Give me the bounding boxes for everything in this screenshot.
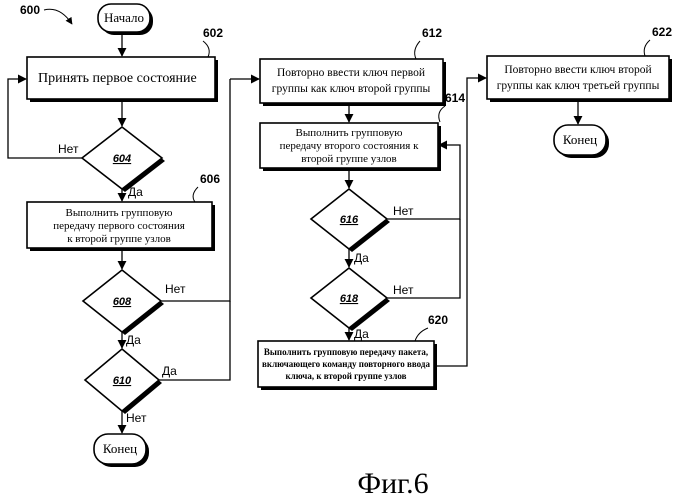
step-622-line-2: группы как ключ третьей группы: [497, 80, 660, 92]
decision-618-ref: 618: [340, 293, 359, 305]
step-606-line-2: передачу первого состояния: [53, 220, 185, 232]
step-622-box: Повторно ввести ключ второй группы как к…: [487, 56, 672, 102]
decision-610: 610: [85, 349, 162, 414]
label-610-no: Нет: [126, 411, 147, 425]
step-622-ref: 622: [652, 25, 672, 39]
label-618-yes: Да: [354, 327, 369, 341]
end-1-label: Конец: [103, 441, 137, 456]
label-608-no: Нет: [165, 282, 186, 296]
step-620-box: Выполнить групповую передачу пакета, вкл…: [258, 341, 437, 390]
label-616-no: Нет: [393, 204, 414, 218]
decision-618: 618: [311, 268, 390, 331]
step-602-text: Принять первое состояние: [38, 71, 197, 86]
label-604-yes: Да: [128, 185, 143, 199]
label-618-no: Нет: [393, 283, 414, 297]
step-612-leader: [415, 41, 420, 59]
step-620-line-1: Выполнить групповую передачу пакета,: [264, 347, 428, 357]
label-608-yes: Да: [126, 333, 141, 347]
figure-pointer-arrow: [44, 9, 72, 24]
start-label: Начало: [104, 10, 144, 25]
decision-616: 616: [311, 189, 390, 252]
end-terminal-2: Конец: [554, 125, 609, 158]
step-612-ref: 612: [422, 26, 442, 40]
figure-number: 600: [20, 3, 40, 17]
label-604-no: Нет: [58, 142, 79, 156]
step-602-leader: [203, 41, 209, 57]
step-622-line-1: Повторно ввести ключ второй: [504, 64, 651, 76]
start-terminal: Начало: [98, 4, 153, 35]
decision-610-ref: 610: [113, 375, 132, 387]
step-606-ref: 606: [200, 172, 220, 186]
step-620-ref: 620: [428, 313, 448, 327]
step-606-leader: [193, 187, 198, 202]
step-606-box: Выполнить групповую передачу первого сос…: [27, 202, 215, 251]
label-610-yes: Да: [162, 364, 177, 378]
decision-608: 608: [83, 270, 164, 335]
decision-608-ref: 608: [113, 296, 132, 308]
step-602-box: Принять первое состояние: [27, 57, 218, 102]
step-602-ref: 602: [203, 26, 223, 40]
step-614-ref: 614: [445, 91, 465, 105]
step-612-line-2: группы как ключ второй группы: [272, 83, 431, 95]
decision-616-ref: 616: [340, 214, 359, 226]
end-terminal-1: Конец: [94, 434, 149, 467]
decision-604-ref: 604: [113, 153, 131, 165]
decision-604: 604: [82, 127, 165, 192]
step-620-line-3: ключа, к второй группе узлов: [285, 371, 406, 381]
step-614-line-2: передачу второго состояния к: [280, 140, 420, 152]
step-606-line-3: к второй группе узлов: [67, 233, 171, 245]
step-606-line-1: Выполнить групповую: [66, 207, 173, 219]
step-612-box: Повторно ввести ключ первой группы как к…: [260, 59, 446, 106]
step-612-line-1: Повторно ввести ключ первой: [277, 67, 425, 79]
step-614-box: Выполнить групповую передачу второго сос…: [260, 123, 441, 171]
step-620-line-2: включающего команду повторного ввода: [262, 359, 430, 369]
step-614-line-1: Выполнить групповую: [296, 127, 403, 139]
label-616-yes: Да: [354, 251, 369, 265]
step-614-leader: [439, 106, 445, 122]
step-622-leader: [644, 40, 650, 56]
step-614-line-3: второй группе узлов: [301, 153, 397, 165]
step-620-leader: [415, 328, 428, 341]
figure-caption: Фиг.6: [357, 467, 428, 500]
end-2-label: Конец: [563, 132, 597, 147]
